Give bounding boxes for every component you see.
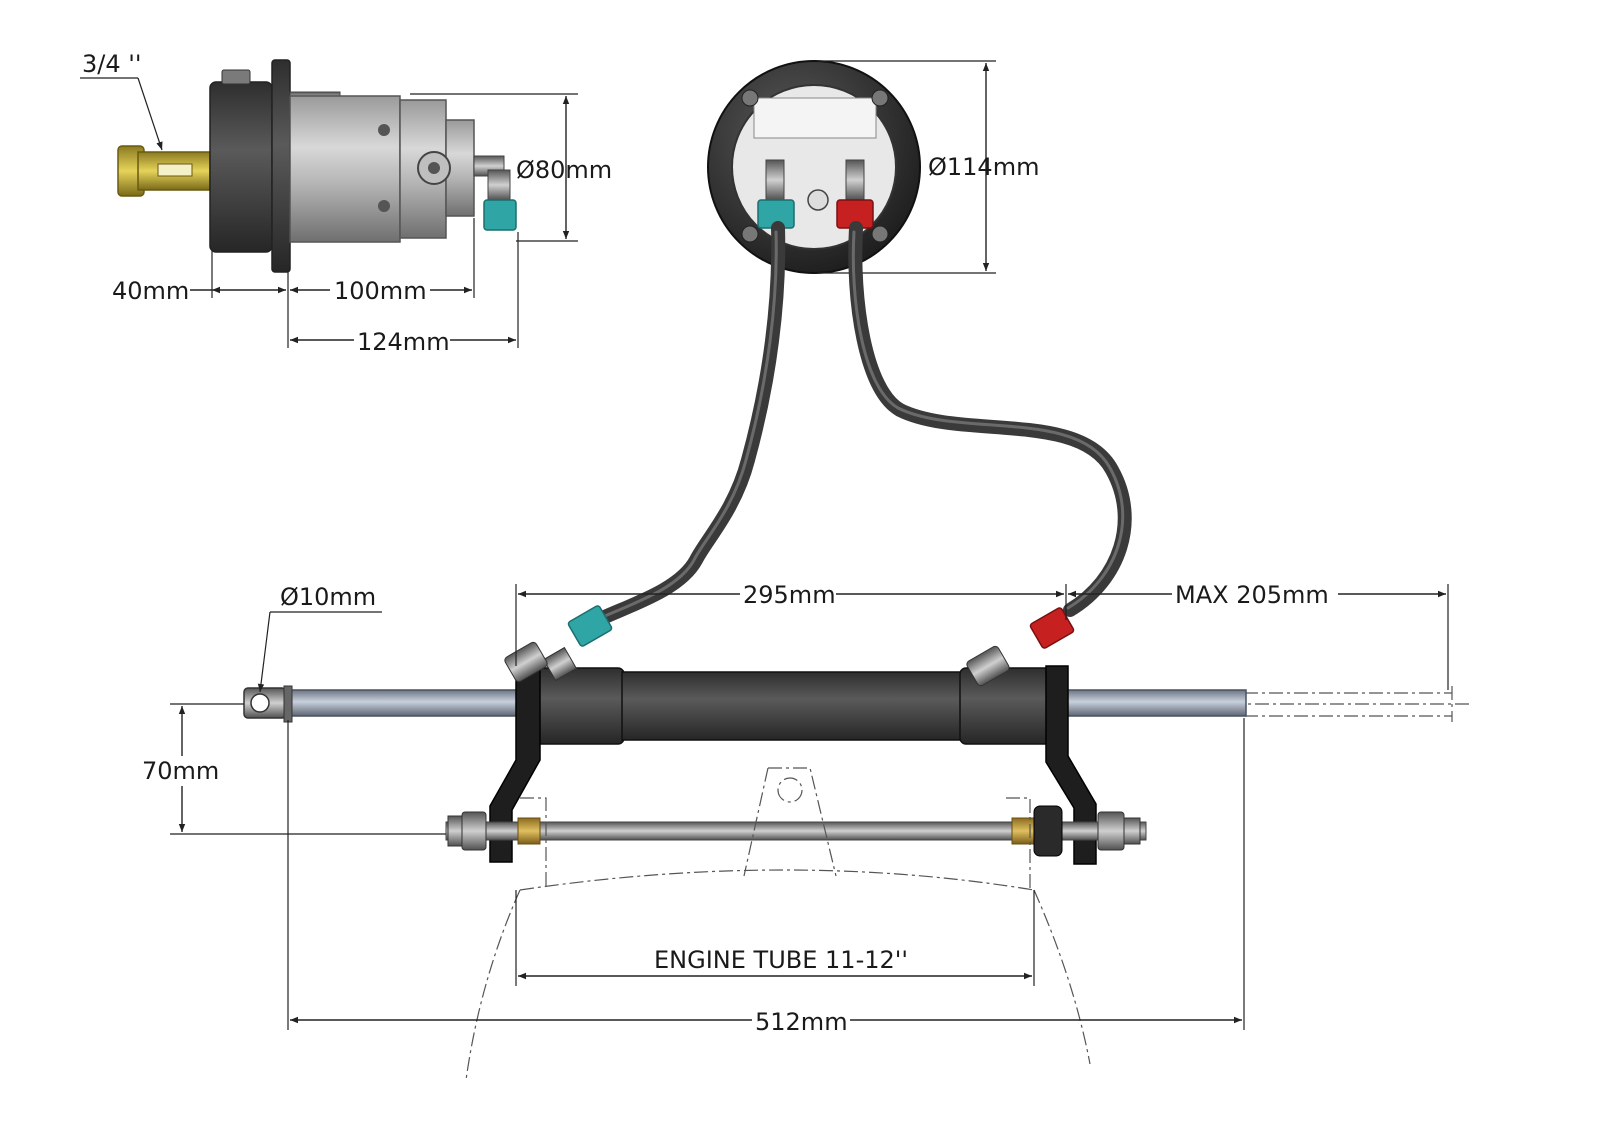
- bezel-screw: [741, 225, 759, 243]
- helm-depth-total-label: 124mm: [357, 328, 450, 356]
- port-spacing-label: 295mm: [743, 581, 836, 609]
- label-mask: [140, 756, 224, 786]
- cylinder-barrel: [621, 671, 963, 741]
- leader-line: [137, 77, 163, 151]
- label-mask: [354, 326, 450, 354]
- shaft-size-label: 3/4 '': [82, 50, 141, 78]
- label-mask: [752, 1006, 850, 1034]
- engine-tube-label: ENGINE TUBE 11-12'': [654, 946, 908, 974]
- bezel-screw: [871, 89, 889, 107]
- helm-port-stem: [845, 159, 865, 201]
- red-hose: [848, 221, 1132, 617]
- tie-rod-nut: [447, 815, 463, 847]
- helm-screw: [378, 124, 390, 136]
- label-mask: [330, 276, 430, 304]
- tie-rod-nut: [1123, 817, 1141, 845]
- helm-front-dimensions: Ø114mm: [818, 60, 1039, 274]
- label-mask: [740, 580, 836, 608]
- helm-pump-front-view: hydraulic-helm-pump-front-view: [707, 60, 921, 274]
- helm-relief-valve-hex: [428, 162, 440, 174]
- engine-tube-phantom: [1033, 889, 1091, 1065]
- rod-end-hole: [250, 693, 270, 713]
- helm-front-housing: [209, 81, 273, 253]
- right-mount-bracket: [1045, 665, 1097, 865]
- knurled-nut: [1033, 805, 1063, 857]
- bezel-screw: [741, 89, 759, 107]
- helm-diameter-label: Ø80mm: [516, 156, 612, 184]
- cylinder-dimensions: Ø10mm 70mm 295mm MAX 205mm ENGINE TUBE 1…: [140, 580, 1449, 1036]
- brass-spacer: [1011, 817, 1035, 845]
- max-stroke-label: MAX 205mm: [1175, 581, 1329, 609]
- helm-side-dimensions: 3/4 '' Ø80mm 40mm 100mm 124mm: [80, 50, 612, 356]
- helm-bezel-diameter-label: Ø114mm: [928, 153, 1039, 181]
- cylinder-end-cap: [527, 667, 625, 745]
- leader-line: [257, 611, 271, 693]
- rod-collar: [283, 685, 293, 723]
- helm-port-stem: [765, 159, 785, 201]
- overall-length-label: 512mm: [755, 1008, 848, 1036]
- cylinder-port-elbow: [542, 646, 578, 682]
- hydraulic-hoses: hydraulic-hoses: [591, 221, 1132, 627]
- helm-port-elbow: [487, 169, 511, 201]
- label-mask: [1172, 580, 1338, 608]
- teal-hose: [591, 221, 786, 627]
- tiller-phantom: [1006, 797, 1031, 888]
- tiller-phantom: [777, 777, 803, 803]
- mount-offset-label: 70mm: [142, 757, 219, 785]
- helm-top-cap: [221, 69, 251, 85]
- helm-main-body: [289, 95, 401, 243]
- tie-rod-nut: [461, 811, 487, 851]
- helm-screw: [378, 200, 390, 212]
- tie-rod: [445, 821, 1147, 841]
- bezel-screw: [871, 225, 889, 243]
- helm-mount-flange: [271, 59, 291, 273]
- bleed-nipple: [966, 645, 1010, 687]
- helm-pump-side-view: hydraulic-helm-pump-side-view: [117, 59, 517, 273]
- tie-rod-nut: [1097, 811, 1125, 851]
- helm-teal-fitting: [483, 199, 517, 231]
- rod-end-diameter-label: Ø10mm: [280, 583, 376, 611]
- steering-cylinder: hydraulic-steering-cylinder: [243, 605, 1470, 1081]
- helm-depth-body-label: 100mm: [334, 277, 427, 305]
- engine-tube-phantom: [519, 869, 1035, 891]
- helm-depth-front-label: 40mm: [112, 277, 189, 305]
- hose-highlight: [594, 230, 778, 622]
- tiller-phantom: [768, 767, 837, 877]
- tiller-phantom: [520, 797, 547, 888]
- engine-tube-phantom: [465, 889, 521, 1081]
- shaft-keyway: [157, 163, 193, 177]
- left-mount-bracket: [489, 665, 541, 863]
- tiller-phantom: [743, 767, 769, 877]
- helm-face-panel: [753, 97, 877, 139]
- hose-highlight: [851, 230, 1125, 610]
- cylinder-teal-fitting: [567, 605, 613, 647]
- cylinder-red-fitting: [1029, 607, 1075, 649]
- brass-spacer: [517, 817, 541, 845]
- helm-bleed-screw: [807, 189, 829, 211]
